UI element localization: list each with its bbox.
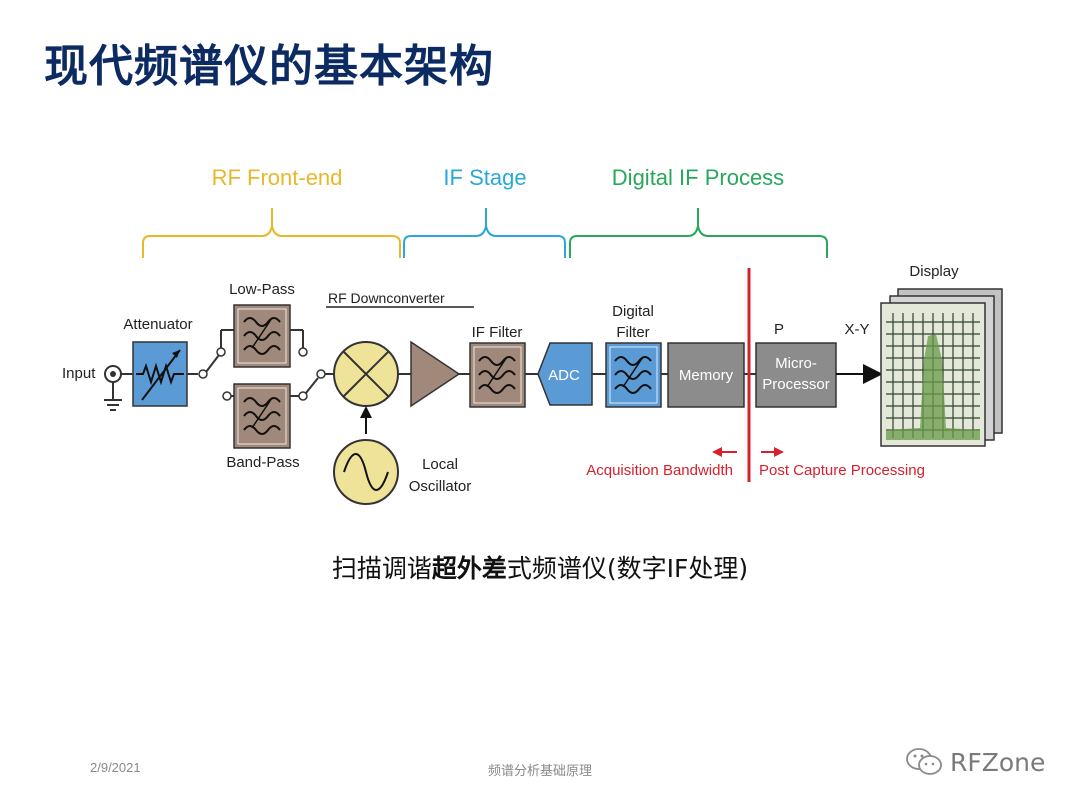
diagram-caption: 扫描调谐超外差式频谱仪(数字IF处理) <box>0 549 1080 585</box>
footer-center-text: 频谱分析基础原理 <box>487 763 592 778</box>
caption-suffix: 式频谱仪(数字IF处理) <box>506 554 749 583</box>
microprocessor-block <box>755 342 837 408</box>
digital-filter-block <box>605 342 662 408</box>
xy-label: X-Y <box>844 321 869 338</box>
acquisition-arrow-icon <box>712 447 722 457</box>
input-label: Input <box>62 365 96 382</box>
micro-label: Micro- <box>775 355 817 372</box>
spectrum-trace <box>886 334 980 440</box>
caption-bold: 超外差 <box>431 554 507 583</box>
variable-resistor-icon <box>136 362 184 386</box>
p-label: P <box>774 321 784 338</box>
brace-if-stage <box>403 208 566 258</box>
display-label: Display <box>909 263 959 280</box>
caption-prefix: 扫描调谐 <box>331 554 432 583</box>
low-pass-label: Low-Pass <box>229 281 295 298</box>
local-label: Local <box>422 456 458 473</box>
acquisition-bandwidth-label: Acquisition Bandwidth <box>586 462 733 479</box>
band-pass-filter-block <box>233 383 291 449</box>
page-title: 现代频谱仪的基本架构 <box>44 41 494 92</box>
attenuator-label: Attenuator <box>123 316 192 333</box>
brace-digital-if <box>569 208 828 258</box>
memory-label: Memory <box>679 367 734 384</box>
section-label-digital-if: Digital IF Process <box>612 165 784 190</box>
band-pass-label: Band-Pass <box>226 454 299 471</box>
section-label-if-stage: IF Stage <box>443 165 526 190</box>
sine-wave-icon <box>343 453 389 491</box>
post-capture-arrow-icon <box>774 447 784 457</box>
oscillator-label: Oscillator <box>409 478 472 495</box>
chat-bubble-icon <box>906 748 942 775</box>
if-filter-label: IF Filter <box>472 324 523 341</box>
filter-label: Filter <box>616 324 649 341</box>
brand-text: RFZone <box>950 747 1046 777</box>
digital-label: Digital <box>612 303 654 320</box>
if-filter-wave-icon <box>478 356 516 394</box>
processor-label: Processor <box>762 376 830 393</box>
adc-label: ADC <box>548 367 580 384</box>
low-pass-filter-block <box>233 304 291 368</box>
section-label-rf-frontend: RF Front-end <box>212 165 343 190</box>
footer-date: 2/9/2021 <box>90 760 141 775</box>
brand-watermark: RFZone <box>904 744 1045 780</box>
low-pass-wave-icon <box>243 317 281 355</box>
amplifier-icon <box>410 340 461 408</box>
band-pass-wave-icon <box>243 397 281 435</box>
switch-right-icon <box>298 347 308 357</box>
if-filter-block <box>469 342 526 408</box>
digital-filter-wave-icon <box>614 356 652 394</box>
switch-left-icon <box>198 369 208 379</box>
rf-downconverter-label: RF Downconverter <box>328 290 445 306</box>
brace-rf-frontend <box>142 208 401 258</box>
post-capture-label: Post Capture Processing <box>759 462 925 479</box>
